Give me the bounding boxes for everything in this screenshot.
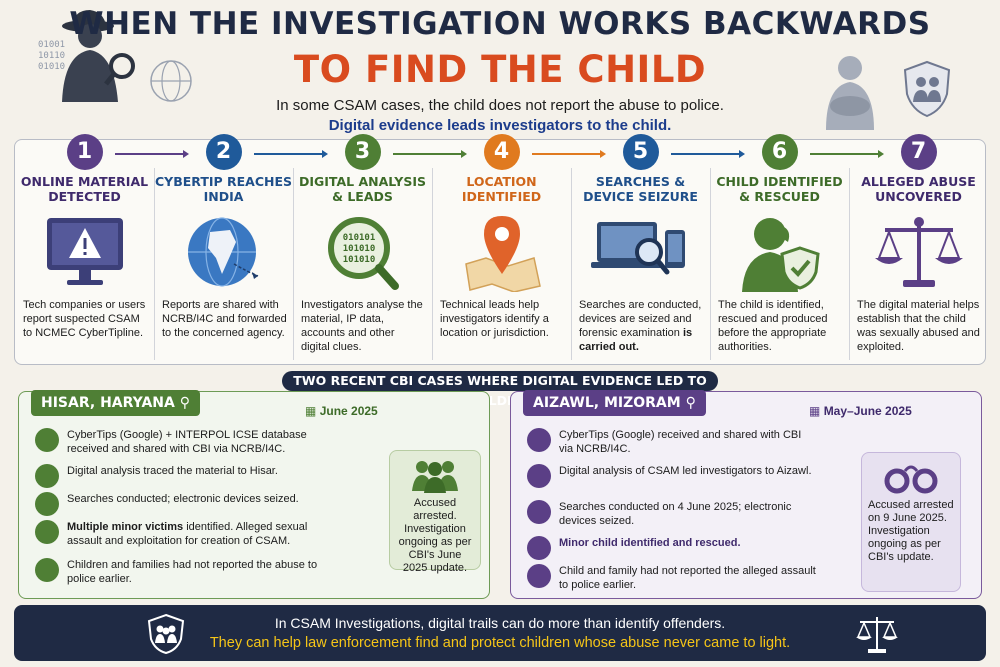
case-outcome-text: Accused arrested. Investigation ongoing … [398,497,472,574]
cases-banner: TWO RECENT CBI CASES WHERE DIGITAL EVIDE… [282,371,718,408]
case-location-tag: HISAR, HARYANA ⚲ [31,390,200,416]
step-number: 7 [900,134,937,170]
footer-line2: They can help law enforcement find and p… [209,635,791,651]
step-7: 7 ALLEGED ABUSE UNCOVERED The digital ma… [849,134,988,366]
devices-search-icon [590,222,685,275]
location-pin-icon: ⚲ [179,395,190,411]
step-description: The child is identified, rescued and pro… [718,299,828,353]
page-title-highlight: TO FIND THE CHILD [293,48,707,91]
step-6: 6 CHILD IDENTIFIED & RESCUED The child i… [710,134,849,366]
case-item: Searches conducted; electronic devices s… [35,492,325,516]
step-title: DIGITAL ANALYSIS & LEADS [298,174,427,204]
step-description: Searches are conducted, devices are seiz… [579,299,702,353]
svg-text:010101: 010101 [342,233,375,243]
family-shield-icon [903,60,951,118]
handcuffs-icon [884,465,938,494]
step-number: 2 [205,134,242,170]
step-title: CHILD IDENTIFIED & RESCUED [716,174,843,204]
map-pin-icon [464,216,541,292]
scales-icon [874,217,963,287]
case-date: ▦ May–June 2025 [809,404,912,418]
family-icon [35,558,59,582]
warning-monitor-icon [46,218,123,285]
shield-people-icon [147,613,185,655]
location-pin-icon: ⚲ [685,395,696,411]
case-item: Multiple minor victims identified. Alleg… [35,520,325,548]
step-title: ONLINE MATERIAL DETECTED [20,174,149,204]
case-item: Children and families had not reported t… [35,558,325,586]
step-title: ALLEGED ABUSE UNCOVERED [861,174,976,204]
step-title: CYBERTIP REACHES INDIA [154,174,293,204]
detective-icon [62,10,135,102]
magnifier-binary-icon: 010101 101010 101010 [327,217,399,290]
calendar-icon: ▦ [809,404,821,418]
step-title: SEARCHES & DEVICE SEIZURE [583,174,698,204]
sad-child-icon [826,56,874,130]
step-number: 6 [761,134,798,170]
step-description: Tech companies or users report suspected… [23,299,146,339]
monitor-icon [35,428,59,452]
step-number: 5 [622,134,659,170]
flow-arrows [115,150,884,158]
calendar-icon: ▦ [305,404,317,418]
subtitle: In some CSAM cases, the child does not r… [276,97,724,114]
globe-india-icon [187,217,258,287]
case-item: Digital analysis of CSAM led investigato… [527,464,817,488]
case-item: CyberTips (Google) + INTERPOL ICSE datab… [35,428,325,456]
people-group-icon [412,461,458,493]
case-outcome-box: Accused arrested on 9 June 2025. Investi… [861,452,961,592]
case-date: ▦ June 2025 [305,404,378,418]
case-card-aizawl: AIZAWL, MIZORAM ⚲ ▦ May–June 2025 CyberT… [510,390,982,599]
subtitle-highlight: Digital evidence leads investigators to … [328,117,672,134]
step-description: Technical leads help investigators ident… [440,299,549,339]
phone-search-icon [35,492,59,516]
group-icon [35,520,59,544]
child-shield-icon [741,218,820,292]
step-number: 4 [483,134,520,170]
step-title: LOCATION IDENTIFIED [461,174,542,204]
footer-scales-icon [856,617,898,653]
step-number: 3 [344,134,381,170]
family-icon [527,564,551,588]
page-title: WHEN THE INVESTIGATION WORKS BACKWARDS [69,6,931,42]
case-item: CyberTips (Google) received and shared w… [527,428,817,456]
globe-decoration-icon [150,60,192,102]
step-1: 1 ONLINE MATERIAL DETECTED Tech companie… [15,134,154,366]
case-location-tag: AIZAWL, MIZORAM ⚲ [523,390,706,416]
case-outcome-text: Accused arrested on 9 June 2025. Investi… [868,499,954,563]
step-number: 1 [66,134,103,170]
search-icon [527,464,551,488]
svg-text:101010: 101010 [342,244,375,254]
case-outcome-box: Accused arrested. Investigation ongoing … [389,450,481,574]
step-3: 3 DIGITAL ANALYSIS & LEADS 010101 101010… [293,134,432,366]
case-item: Minor child identified and rescued. [527,536,817,560]
step-description: Investigators analyse the material, IP d… [301,299,423,353]
case-item: Searches conducted on 4 June 2025; elect… [527,500,817,528]
footer-banner: In CSAM Investigations, digital trails c… [14,605,986,661]
svg-text:101010: 101010 [342,255,375,265]
case-card-hisar: HISAR, HARYANA ⚲ ▦ June 2025 CyberTips (… [18,390,490,599]
case-item: Child and family had not reported the al… [527,564,817,592]
step-2: 2 CYBERTIP REACHES INDIA Reports are sha… [154,134,293,366]
monitor-icon [527,428,551,452]
step-description: The digital material helps establish tha… [857,299,980,353]
step-5: 5 SEARCHES & DEVICE SEIZURE Searches are… [571,134,710,366]
step-4: 4 LOCATION IDENTIFIED Technical leads he… [432,134,571,366]
case-item: Digital analysis traced the material to … [35,464,325,488]
search-icon [35,464,59,488]
phone-search-icon [527,500,551,524]
step-description: Reports are shared with NCRB/I4C and for… [162,299,287,339]
person-icon [527,536,551,560]
footer-line1: In CSAM Investigations, digital trails c… [274,615,726,631]
process-steps-panel: 1 ONLINE MATERIAL DETECTED Tech companie… [14,134,988,366]
